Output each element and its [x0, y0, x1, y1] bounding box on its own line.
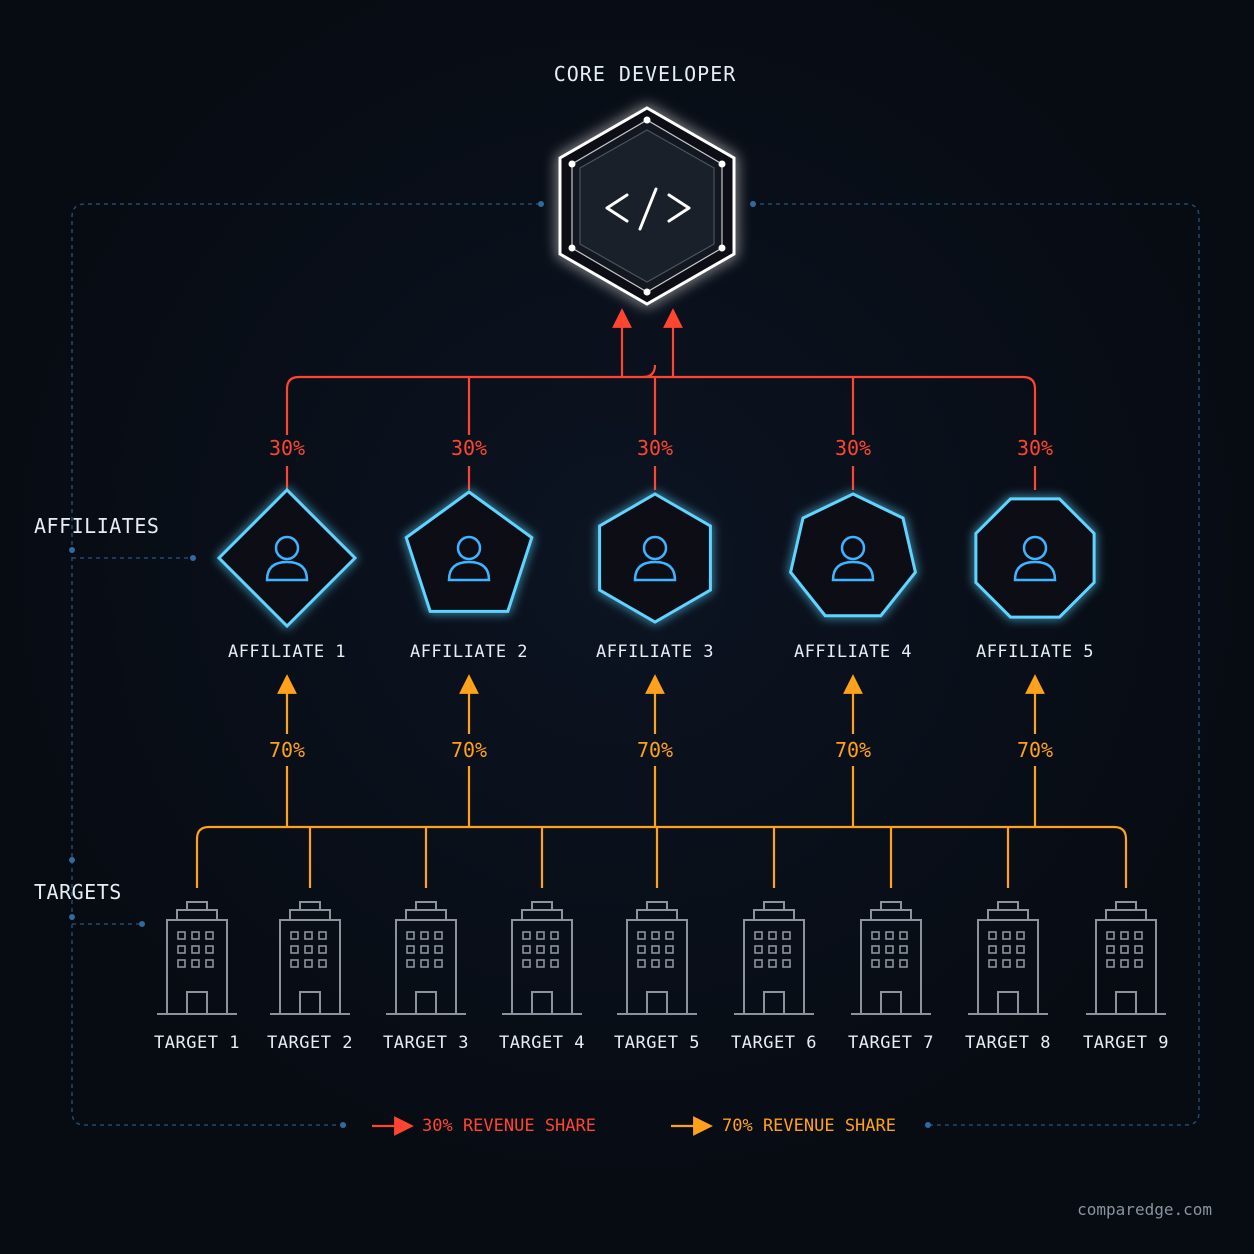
share-70-lines	[195, 674, 1128, 888]
share-30-label: 30%	[834, 436, 872, 460]
share-30-label: 30%	[450, 436, 488, 460]
building-icon[interactable]	[968, 901, 1048, 1015]
building-icon[interactable]	[1086, 901, 1166, 1015]
user-icon	[831, 535, 875, 582]
share-30-lines	[285, 308, 1037, 490]
legend-70-share: 70% REVENUE SHARE	[722, 1116, 896, 1136]
share-70-label: 70%	[268, 738, 306, 762]
target-label: TARGET 3	[383, 1033, 469, 1053]
share-30-label: 30%	[1016, 436, 1054, 460]
affiliate-label: AFFILIATE 4	[793, 642, 913, 662]
share-70-label: 70%	[834, 738, 872, 762]
target-label: TARGET 4	[499, 1033, 585, 1053]
share-70-label: 70%	[636, 738, 674, 762]
share-70-label: 70%	[1016, 738, 1054, 762]
building-icon[interactable]	[617, 901, 697, 1015]
target-label: TARGET 7	[848, 1033, 934, 1053]
share-30-label: 30%	[636, 436, 674, 460]
building-icon[interactable]	[386, 901, 466, 1015]
target-label: TARGET 5	[614, 1033, 700, 1053]
core-developer-title: CORE DEVELOPER	[553, 62, 737, 86]
target-label: TARGET 9	[1083, 1033, 1169, 1053]
affiliate-node-3[interactable]	[598, 492, 712, 624]
affiliate-label: AFFILIATE 1	[227, 642, 347, 662]
target-label: TARGET 8	[965, 1033, 1051, 1053]
target-label: TARGET 6	[731, 1033, 817, 1053]
user-icon	[1013, 535, 1057, 582]
user-icon	[633, 535, 677, 582]
watermark: comparedge.com	[1077, 1200, 1212, 1219]
legend-30-share: 30% REVENUE SHARE	[422, 1116, 596, 1136]
building-icon[interactable]	[270, 901, 350, 1015]
affiliate-label: AFFILIATE 3	[595, 642, 715, 662]
share-70-label: 70%	[450, 738, 488, 762]
affiliate-node-4[interactable]	[788, 492, 918, 618]
affiliate-label: AFFILIATE 5	[975, 642, 1095, 662]
share-30-label: 30%	[268, 436, 306, 460]
section-label-affiliates: AFFILIATES	[34, 514, 160, 538]
building-icon[interactable]	[851, 901, 931, 1015]
user-icon	[265, 535, 309, 582]
outer-frame	[71, 203, 1200, 1126]
building-icon[interactable]	[502, 901, 582, 1015]
target-label: TARGET 1	[154, 1033, 240, 1053]
user-icon	[447, 535, 491, 582]
building-icon[interactable]	[734, 901, 814, 1015]
target-label: TARGET 2	[267, 1033, 353, 1053]
affiliate-label: AFFILIATE 2	[409, 642, 529, 662]
section-label-targets: TARGETS	[34, 880, 122, 904]
affiliate-node-5[interactable]	[974, 497, 1096, 619]
building-icon[interactable]	[157, 901, 237, 1015]
affiliate-node-1[interactable]	[216, 487, 358, 629]
affiliate-shape-heptagon	[788, 492, 918, 618]
affiliate-node-2[interactable]	[404, 490, 534, 613]
affiliate-shape-pentagon	[404, 490, 534, 613]
